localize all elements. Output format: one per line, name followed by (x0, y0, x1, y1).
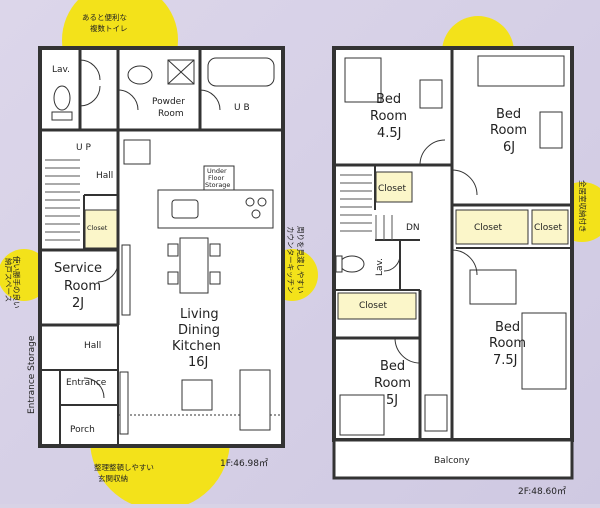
closet-2f-a (375, 171, 413, 203)
bathtub-icon (207, 57, 275, 87)
lav-label-1f: Lav. (52, 65, 70, 75)
porch-label: Porch (70, 425, 95, 435)
second-floor: Bed Room 4.5J Bed Room 6J Closet Closet … (332, 46, 574, 497)
bed-5-icon (339, 394, 385, 436)
closet-1f (84, 209, 118, 249)
dining-table (179, 237, 209, 294)
note-kitchen-1: 周りを見渡しやすい (296, 226, 306, 293)
lav-label-2f: Lav. (375, 258, 385, 276)
bed6-label-1: Bed (496, 107, 521, 122)
bed75-label-3: 7.5J (493, 353, 518, 368)
hall-label-2: Hall (84, 341, 101, 351)
ldk-label-4: 16J (188, 355, 208, 370)
closet-2f-a-label: Closet (378, 184, 407, 194)
sink-icon (127, 65, 153, 85)
note-service-2: 納戸スペース (4, 258, 14, 302)
bed6-label-3: 6J (503, 140, 515, 155)
note-toilet-1: あると便利な (82, 12, 127, 22)
powder-label-2: Room (158, 109, 184, 119)
closet-2f-d-label: Closet (359, 301, 388, 311)
note-entry-2: 玄関収納 (98, 473, 128, 483)
hall-label-1: Hall (96, 171, 113, 181)
bed5-label-1: Bed (380, 359, 405, 374)
bed5-label-2: Room (374, 376, 411, 391)
stairs-2f (340, 174, 393, 240)
service-note-bubble (0, 249, 50, 301)
dn-label: DN (406, 223, 420, 233)
area-label-1f: 1F:46.98㎡ (220, 458, 268, 469)
bed75-label-1: Bed (495, 320, 520, 335)
entrance-storage-label: Entrance Storage (27, 335, 37, 414)
closet-2f-b-label: Closet (474, 223, 503, 233)
up-label: U P (76, 143, 91, 153)
bed-45-icon (344, 57, 382, 103)
ldk-label-2: Dining (178, 323, 220, 338)
underfloor-label-1: Under (207, 167, 227, 175)
bed45-label-3: 4.5J (377, 126, 402, 141)
bed45-label-2: Room (370, 109, 407, 124)
closet-2f-c (531, 209, 569, 245)
closet-label-1f: Closet (87, 224, 108, 232)
service-label-3: 2J (72, 296, 84, 311)
stairs-1f (45, 159, 80, 241)
note-toilet-2: 複数トイレ (90, 23, 128, 33)
service-label-2: Room (64, 279, 101, 294)
first-floor: Lav. Powder Room U B U P Hall Closet Ser… (27, 46, 285, 469)
area-label-2f: 2F:48.60㎡ (518, 486, 566, 497)
toilet-1f-icon (53, 85, 71, 111)
bed6-label-2: Room (490, 123, 527, 138)
bed-6-icon (477, 55, 565, 87)
toilet-2f-icon (339, 255, 365, 273)
underfloor-label-2: Floor (208, 174, 224, 182)
note-entry-1: 整理整頓しやすい (94, 462, 154, 472)
entrance-label: Entrance (66, 378, 107, 388)
balcony-label: Balcony (434, 456, 470, 466)
note-closets: 全居室収納付き (578, 180, 588, 233)
closet-2f-d (337, 292, 417, 320)
bed5-label-3: 5J (386, 393, 398, 408)
ldk-label-1: Living (180, 307, 219, 322)
closet-2f-c-label: Closet (534, 223, 563, 233)
service-label-1: Service (54, 261, 102, 276)
powder-label-1: Powder (152, 97, 185, 107)
ub-label: U B (234, 103, 250, 113)
underfloor-label-3: Storage (205, 181, 230, 189)
bed45-label-1: Bed (376, 92, 401, 107)
bed75-label-2: Room (489, 336, 526, 351)
note-kitchen-2: カウンターキッチン (286, 226, 295, 294)
closet-2f-b (455, 209, 529, 245)
bed-75-icon (521, 312, 567, 390)
note-service-1: 使い勝手の良い (12, 256, 22, 309)
ldk-label-3: Kitchen (172, 339, 221, 354)
